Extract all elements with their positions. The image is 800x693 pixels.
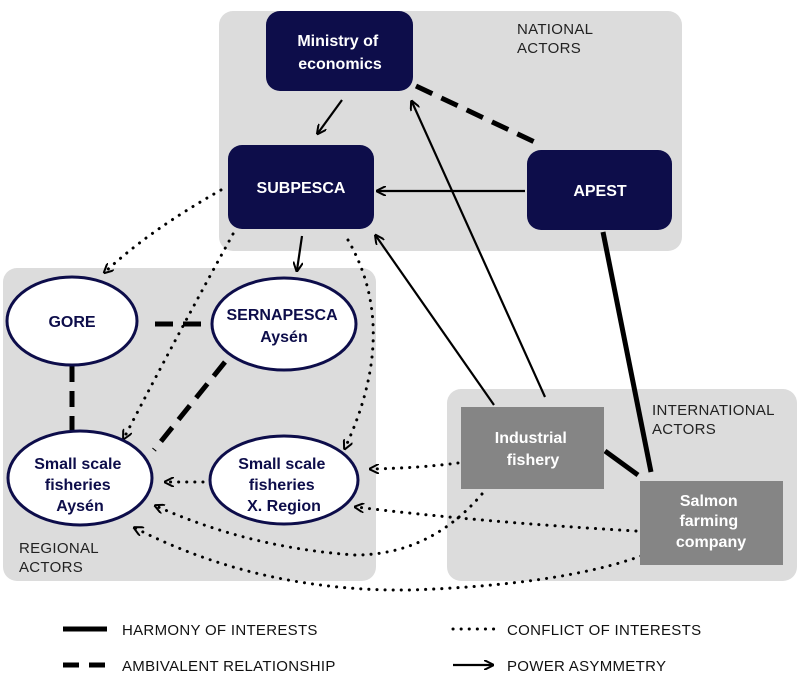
edge-sernapesca-ssf-aysen-ambivalent (152, 360, 227, 452)
edge-industrial-to-ministry (412, 102, 547, 398)
gore-label: GORE (48, 314, 95, 331)
legend-conflict-label: CONFLICT OF INTERESTS (507, 622, 701, 639)
node-subpesca: SUBPESCA (228, 145, 374, 229)
sernapesca-label: SERNAPESCA Aysén (227, 307, 342, 346)
legend-harmony: HARMONY OF INTERESTS (63, 622, 318, 639)
edge-salmon-ssf-aysen-conflict (135, 528, 643, 592)
edge-ministry-apest-ambivalent (414, 83, 543, 148)
edge-subpesca-to-sernapesca (297, 235, 302, 270)
edge-subpesca-ssf-aysen-conflict (124, 232, 235, 438)
ministry-label: Ministry of economics (297, 33, 382, 73)
edge-apest-salmon-harmony (600, 231, 654, 473)
edges (69, 83, 654, 592)
salmon-label: Salmon farming company (676, 493, 746, 551)
edge-ministry-to-subpesca (318, 99, 343, 133)
node-small-scale-fisheries-aysen: Small scale fisheries Aysén (6, 429, 154, 527)
legend-ambivalent: AMBIVALENT RELATIONSHIP (63, 658, 336, 675)
regional-actors-label: REGIONAL ACTORS (19, 540, 103, 576)
legend-ambivalent-label: AMBIVALENT RELATIONSHIP (122, 658, 336, 675)
node-gore: GORE (5, 275, 139, 367)
legend-conflict: CONFLICT OF INTERESTS (451, 622, 701, 639)
edge-subpesca-gore-conflict (105, 188, 223, 272)
node-ministry-of-economics: Ministry of economics (266, 11, 413, 91)
edge-subpesca-ssf-xregion-conflict (345, 238, 375, 448)
edge-industrial-ssf-xregion-conflict (371, 461, 460, 469)
subpesca-label: SUBPESCA (257, 180, 346, 197)
edge-industrial-salmon-harmony (603, 448, 640, 478)
legend-harmony-label: HARMONY OF INTERESTS (122, 622, 318, 639)
node-apest: APEST (527, 150, 672, 230)
node-industrial-fishery: Industrial fishery (461, 407, 604, 489)
node-small-scale-fisheries-x-region: Small scale fisheries X. Region (208, 434, 360, 526)
apest-label: APEST (573, 183, 627, 200)
node-sernapesca-aysen: SERNAPESCA Aysén (210, 276, 358, 372)
legend-power: POWER ASYMMETRY (453, 658, 666, 675)
national-actors-label: NATIONAL ACTORS (517, 21, 597, 57)
industrial-label: Industrial fishery (495, 430, 571, 469)
international-actors-label: INTERNATIONAL ACTORS (652, 402, 779, 438)
node-salmon-farming-company: Salmon farming company (640, 481, 783, 565)
ssf-aysen-label: Small scale fisheries Aysén (34, 456, 126, 515)
legend-power-label: POWER ASYMMETRY (507, 658, 666, 675)
edge-industrial-ssf-aysen-conflict (156, 492, 484, 557)
legend: HARMONY OF INTERESTS AMBIVALENT RELATION… (63, 622, 701, 675)
ssf-xregion-label: Small scale fisheries X. Region (238, 456, 330, 515)
edge-industrial-to-subpesca (376, 236, 495, 406)
